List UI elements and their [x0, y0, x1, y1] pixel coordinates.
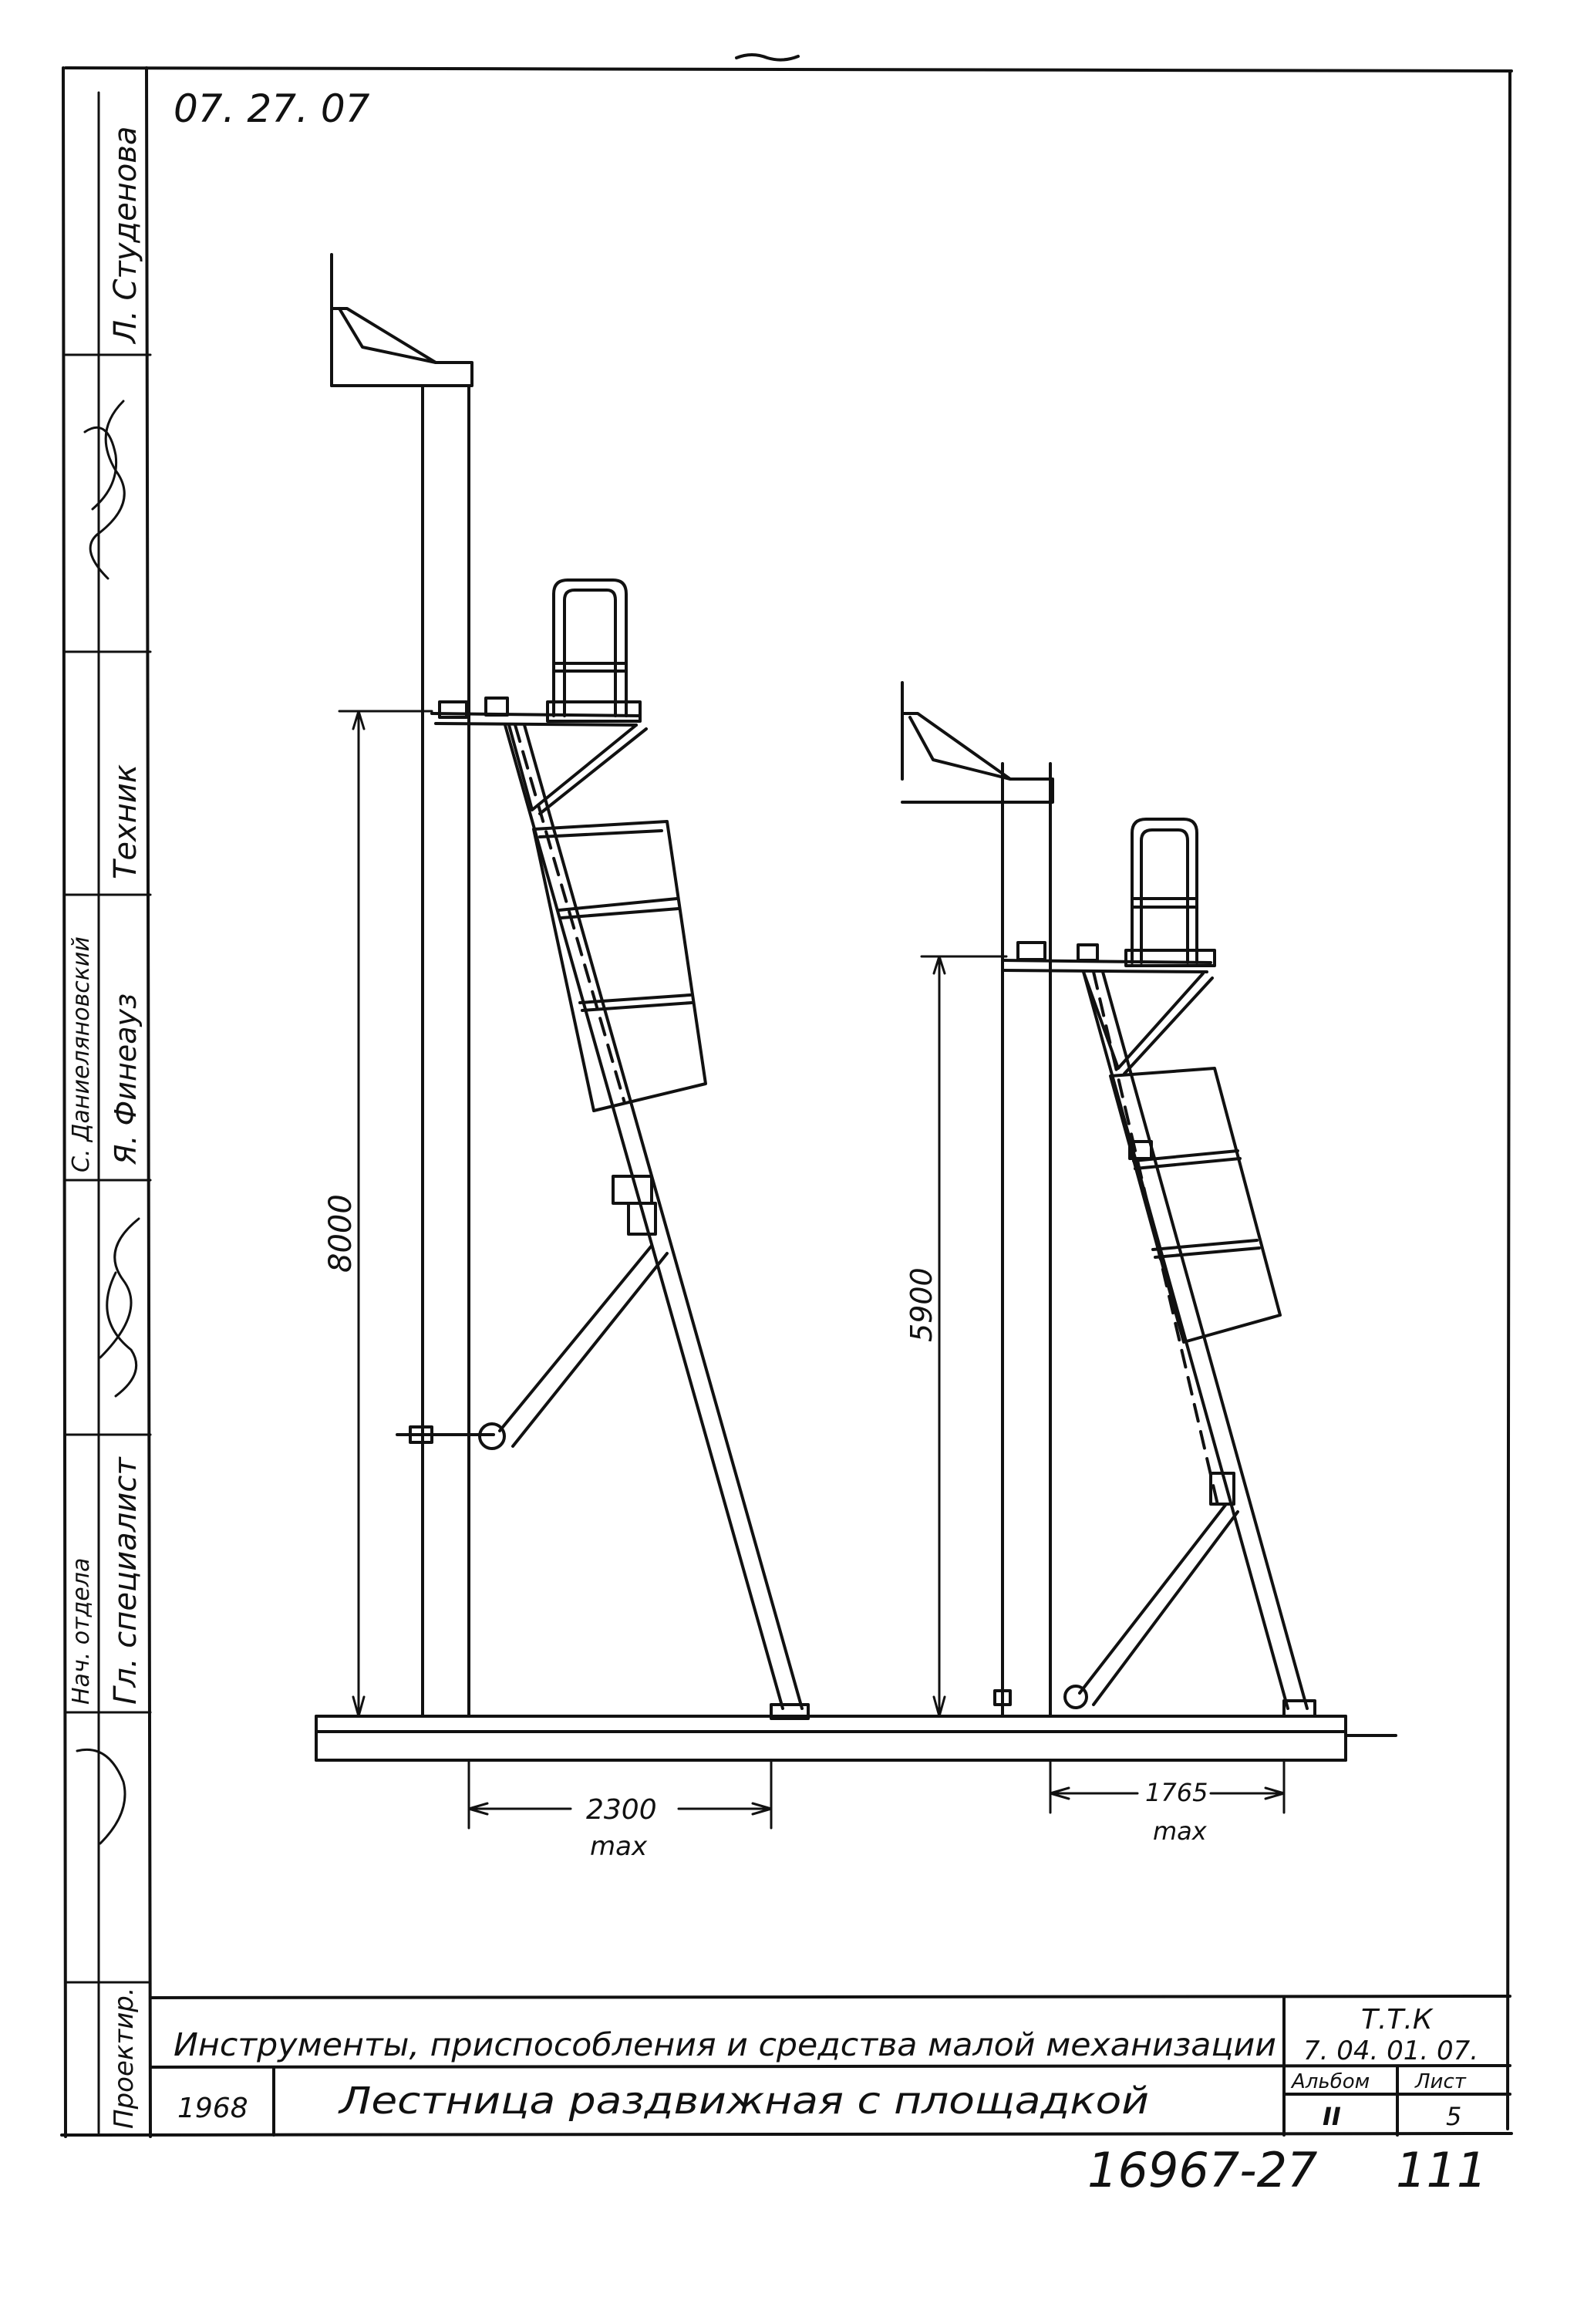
- subject-text: Инструменты, приспособления и средства м…: [174, 2026, 1276, 2063]
- ttk-code: 7. 04. 01. 07.: [1303, 2036, 1478, 2066]
- base-right-note: max: [1153, 1816, 1208, 1846]
- side-stamp-entry-2: Я. Финеауз: [109, 993, 143, 1165]
- album-label: Альбом: [1290, 2070, 1370, 2093]
- dimension-base-left: 2300 max: [467, 1759, 773, 1862]
- base-left-note: max: [590, 1831, 648, 1862]
- signature-scribbles: [76, 400, 140, 1845]
- year-text: 1968: [177, 2093, 248, 2124]
- height-left-label: 8000: [323, 1194, 359, 1273]
- title-block: Инструменты, приспособления и средства м…: [149, 1995, 1511, 2137]
- ground-slab: [315, 1715, 1397, 1762]
- page-number: 111: [1396, 2142, 1487, 2198]
- ttk-label: Т.Т.К: [1361, 2004, 1434, 2036]
- sheet-frame: [60, 66, 1513, 2138]
- side-stamp-entry-1: Техник: [108, 764, 143, 879]
- drawing-code: 07. 27. 07: [174, 86, 370, 131]
- height-right-label: 5900: [905, 1267, 939, 1342]
- bottom-number: 16967-27: [1087, 2142, 1318, 2198]
- side-stamp: Л. Студенова Техник Я. Финеауз С. Даниел…: [64, 91, 152, 2134]
- ladder-retracted: [901, 681, 1316, 1718]
- side-stamp-entry-5: Нач. отдела: [68, 1558, 95, 1705]
- side-stamp-entry-6: Проектир.: [109, 1987, 140, 2129]
- drawing-title: Лестница раздвижная с площадкой: [338, 2079, 1149, 2123]
- dimension-base-right: 1765 max: [1049, 1759, 1286, 1846]
- dimension-height-left: 8000: [323, 710, 433, 1718]
- dimension-height-right: 5900: [905, 955, 1008, 1718]
- top-mark: [735, 53, 800, 62]
- base-right-label: 1765: [1145, 1778, 1208, 1807]
- ladder-extended: [330, 253, 810, 1720]
- base-left-label: 2300: [586, 1794, 657, 1826]
- album-value: II: [1323, 2102, 1341, 2131]
- side-stamp-entry-3: С. Даниеляновский: [68, 936, 95, 1172]
- side-stamp-entry-4: Гл. специалист: [108, 1456, 143, 1705]
- side-stamp-entry-0: Л. Студенова: [108, 126, 143, 345]
- sheet-value: 5: [1446, 2102, 1461, 2131]
- sheet-label: Лист: [1414, 2070, 1467, 2093]
